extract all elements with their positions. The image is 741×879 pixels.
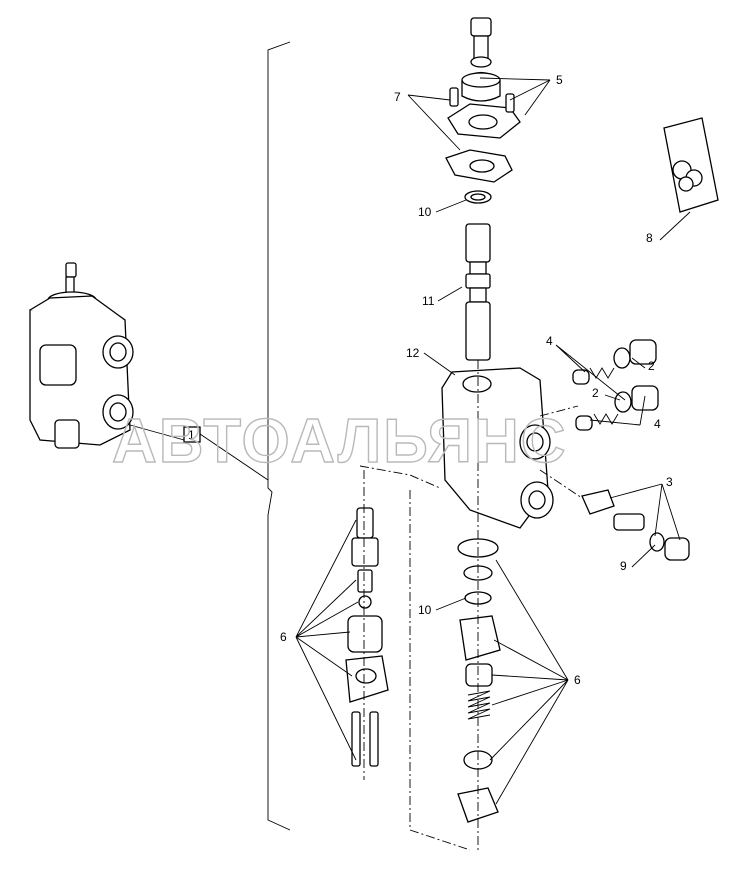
label-11: 11 bbox=[422, 294, 435, 308]
spool-cap-assembly bbox=[447, 17, 521, 139]
valve-body bbox=[441, 367, 554, 529]
spring-kit-right bbox=[457, 538, 501, 823]
label-6-left: 6 bbox=[280, 630, 287, 644]
label-9: 9 bbox=[620, 559, 627, 573]
label-10-top: 10 bbox=[418, 205, 432, 219]
label-12: 12 bbox=[406, 346, 420, 360]
seal-kit-package bbox=[663, 117, 719, 213]
label-6-right: 6 bbox=[574, 673, 581, 687]
spool bbox=[465, 223, 491, 361]
label-1: 1 bbox=[188, 428, 195, 442]
label-7: 7 bbox=[394, 90, 401, 104]
label-4-upper: 4 bbox=[546, 334, 553, 348]
check-valve-parts bbox=[581, 489, 690, 561]
watermark: АВТОАЛЬЯНС bbox=[112, 407, 568, 476]
connector-dashed bbox=[359, 465, 471, 851]
label-2-upper: 2 bbox=[648, 359, 655, 373]
label-5: 5 bbox=[556, 73, 563, 87]
group-bracket bbox=[267, 41, 291, 831]
relief-plug-lower bbox=[575, 385, 659, 431]
label-4-lower: 4 bbox=[654, 417, 661, 431]
relief-plug-upper bbox=[572, 339, 657, 385]
detent-kit-left bbox=[345, 507, 389, 767]
valve-section-assembly bbox=[29, 262, 134, 449]
label-2-lower: 2 bbox=[592, 386, 599, 400]
label-3: 3 bbox=[666, 475, 673, 489]
label-8: 8 bbox=[646, 231, 653, 245]
leader-1 bbox=[129, 424, 269, 481]
label-10-bottom: 10 bbox=[418, 603, 432, 617]
